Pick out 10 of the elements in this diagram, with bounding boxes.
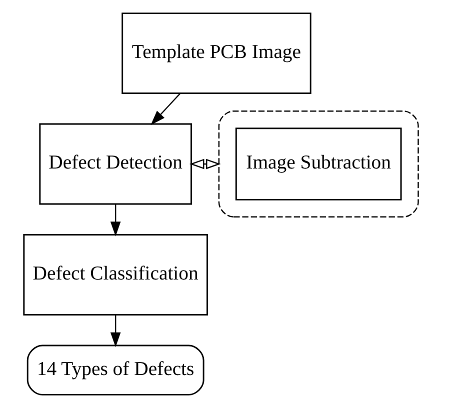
node-box: Template PCB Image (122, 12, 312, 94)
node-box: Defect Classification (23, 234, 208, 316)
node-box: 14 Types of Defects (26, 344, 204, 396)
arrow (189, 158, 221, 170)
node-box: Image Subtraction (235, 128, 402, 200)
cluster (218, 110, 419, 218)
arrow (110, 314, 121, 348)
node-box: Defect Detection (39, 123, 192, 205)
arrow (110, 204, 121, 236)
arrow (150, 93, 180, 126)
